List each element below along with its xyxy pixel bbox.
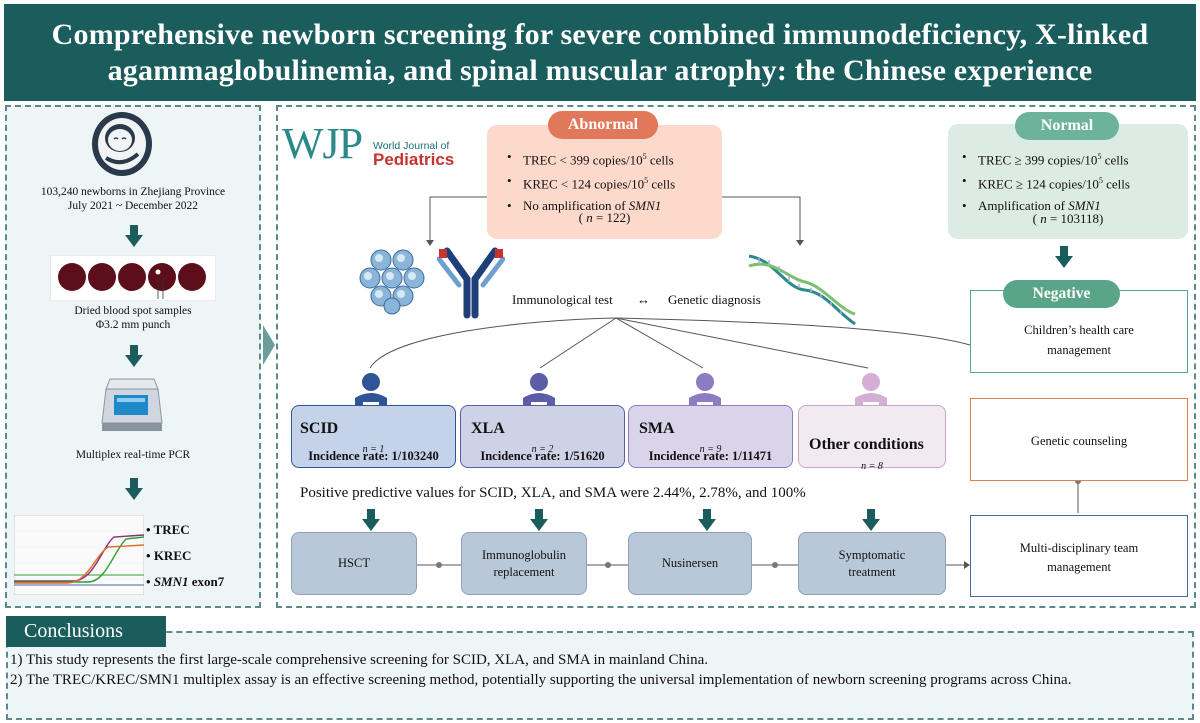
condition-label: XLA — [471, 420, 505, 437]
immunological-test: Immunological test — [512, 292, 613, 307]
normal-trec: TREC ≥ 399 copies/105 cells — [962, 146, 1182, 170]
condition-incidence: Incidence rate: 1/51620 — [480, 449, 605, 463]
normal-krec: KREC ≥ 124 copies/105 cells — [962, 170, 1182, 194]
treatment-line: Nusinersen — [661, 556, 719, 570]
normal-criteria-list: TREC ≥ 399 copies/105 cells KREC ≥ 124 c… — [962, 146, 1182, 216]
treatment-arrow-icon — [862, 509, 880, 531]
condition-incidence: Incidence rate: 1/103240 — [308, 449, 439, 463]
condition-count: n = 2 — [531, 444, 554, 455]
conclusions-text: 1) This study represents the first large… — [10, 650, 1186, 690]
genetic-counseling-box: Genetic counseling — [970, 398, 1188, 481]
condition-xla: XLA n = 2 Incidence rate: 1/51620 — [460, 405, 625, 468]
negative-label: Negative — [1003, 280, 1120, 308]
trec-legend: • TREC — [146, 522, 190, 537]
abnormal-krec: KREC < 124 copies/105 cells — [507, 170, 717, 194]
condition-count: n = 9 — [699, 444, 722, 455]
abnormal-smn1: No amplification of SMN1 — [507, 195, 717, 216]
panel-arrow-icon — [263, 325, 275, 365]
treatment-line: replacement — [493, 564, 555, 579]
abnormal-trec: TREC < 399 copies/105 cells — [507, 146, 717, 170]
condition-other: Other conditions n = 8 — [798, 405, 946, 472]
treatment-ig-replacement: Immunoglobulin replacement — [461, 532, 587, 595]
treatment-arrow-icon — [362, 509, 380, 531]
flow-arrow-icon — [125, 225, 143, 247]
newborns-text: 103,240 newborns in Zhejiang Province — [40, 186, 226, 198]
pcr-machine-icon — [101, 378, 163, 431]
treatment-line: Immunoglobulin — [481, 547, 567, 562]
treatment-arrow-icon — [530, 509, 548, 531]
normal-smn1: Amplification of SMN1 — [962, 195, 1182, 216]
antibody-icon — [437, 247, 505, 319]
conclusions-label: Conclusions — [6, 616, 166, 647]
condition-sma: SMA n = 9 Incidence rate: 1/11471 — [628, 405, 793, 468]
journal-logo-line2: Pediatrics — [373, 150, 455, 169]
conclusion-1: 1) This study represents the first large… — [10, 652, 709, 668]
genetic-counseling-text: Genetic counseling — [1030, 434, 1128, 448]
treatment-hsct: HSCT — [291, 532, 417, 595]
condition-count: n = 1 — [362, 444, 385, 455]
smn1-legend: • SMN1 exon7 — [146, 574, 225, 589]
cells-icon — [359, 249, 425, 315]
pcr-text: Multiplex real-time PCR — [75, 449, 191, 461]
treatment-nusinersen: Nusinersen — [628, 532, 752, 595]
condition-label: SMA — [639, 420, 675, 437]
blood-spot-card-icon — [50, 255, 216, 301]
pcr-curve-chart — [14, 515, 144, 595]
krec-legend: • KREC — [146, 548, 192, 563]
negative-line1: Children’s health care — [1024, 323, 1134, 337]
mdt-line2: management — [1047, 560, 1111, 574]
condition-count: n = 8 — [861, 461, 883, 472]
flow-arrow-icon — [125, 345, 143, 367]
condition-incidence: Incidence rate: 1/11471 — [648, 449, 773, 463]
punch-text: Φ3.2 mm punch — [95, 319, 171, 331]
treatment-arrow-icon — [698, 509, 716, 531]
abnormal-criteria-list: TREC < 399 copies/105 cells KREC < 124 c… — [507, 146, 717, 216]
conclusion-2: 2) The TREC/KREC/SMN1 multiplex assay is… — [10, 672, 1072, 688]
normal-count: ( n = 103118) — [1032, 211, 1104, 226]
treatment-line: HSCT — [338, 556, 370, 570]
title-line-2: agammaglobulinemia, and spinal muscular … — [107, 53, 1093, 87]
title-banner: Comprehensive newborn screening for seve… — [4, 4, 1196, 101]
newborn-icon — [92, 112, 152, 176]
treatment-line: Symptomatic — [838, 547, 906, 562]
condition-label: Other conditions — [809, 436, 924, 453]
mdt-box: Multi-disciplinary team management — [970, 515, 1188, 597]
title-line-1: Comprehensive newborn screening for seve… — [51, 17, 1149, 51]
dna-icon — [748, 254, 856, 326]
journal-logo-line1: World Journal of — [373, 140, 450, 152]
genetic-diagnosis: Genetic diagnosis — [668, 292, 761, 307]
condition-label: SCID — [300, 420, 339, 437]
test-arrow: ↔ — [637, 292, 650, 307]
abnormal-label: Abnormal — [548, 111, 658, 139]
conclusions-box — [6, 631, 1194, 720]
normal-label: Normal — [1015, 112, 1119, 140]
period-text: July 2021 ~ December 2022 — [67, 200, 199, 212]
journal-logo: WJP — [282, 119, 363, 168]
condition-scid: SCID n = 1 Incidence rate: 1/103240 — [291, 405, 456, 468]
dbs-text: Dried blood spot samples — [74, 305, 192, 317]
treatment-line: treatment — [848, 564, 896, 579]
negative-line2: management — [1047, 343, 1111, 357]
ppv-text: Positive predictive values for SCID, XLA… — [300, 485, 806, 501]
treatment-symptomatic: Symptomatic treatment — [798, 532, 946, 595]
mdt-line1: Multi-disciplinary team — [1019, 541, 1139, 555]
flow-arrow-icon — [125, 478, 143, 500]
normal-arrow-icon — [1055, 246, 1073, 268]
abnormal-count: ( n = 122) — [578, 210, 631, 225]
